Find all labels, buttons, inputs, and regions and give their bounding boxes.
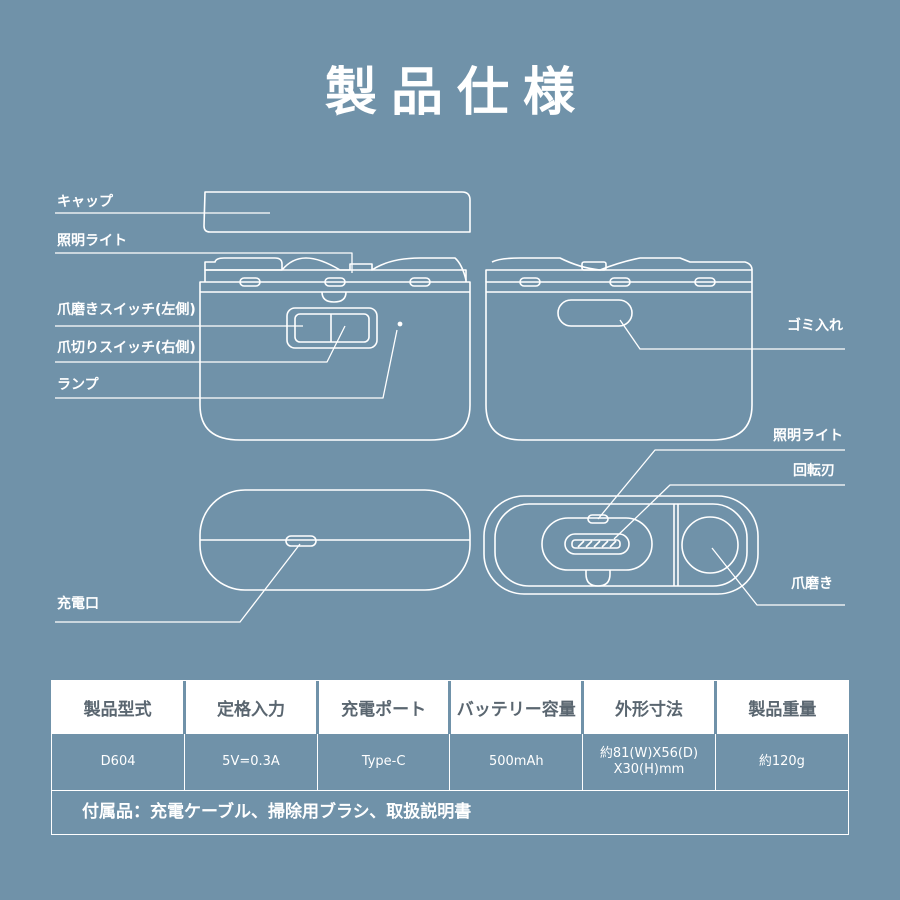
label-light-left: 照明ライト [57, 233, 127, 249]
label-trash: ゴミ入れ [787, 317, 843, 334]
accessories: 付属品：充電ケーブル、掃除用ブラシ、取扱説明書 [82, 801, 472, 822]
spec-value-row: D604 5V=0.3A Type-C 500mAh 約81(W)X56(D) … [52, 734, 848, 791]
spec-value: Type-C [316, 734, 450, 791]
spec-header: 定格入力 [183, 681, 318, 734]
spec-value: 約81(W)X56(D) X30(H)mm [582, 734, 716, 791]
page-title: 製品仕様 [324, 63, 589, 123]
label-cut-switch: 爪切りスイッチ(右側) [57, 339, 196, 356]
bottom-left-view [199, 489, 471, 591]
label-lamp: ランプ [57, 377, 100, 393]
spec-value: 500mAh [449, 734, 583, 791]
product-diagram: キャップ 照明ライト 爪磨きスイッチ(左側) 爪切りスイッチ(右側) ランプ ゴ… [55, 191, 845, 623]
back-view [485, 257, 753, 441]
bottom-right-view [483, 495, 759, 595]
label-cap: キャップ [57, 194, 114, 210]
spec-header: バッテリー容量 [448, 681, 583, 734]
spec-value: 5V=0.3A [184, 734, 318, 791]
cap-outline [203, 191, 471, 233]
label-charge-port: 充電口 [57, 595, 99, 612]
spec-header: 製品型式 [52, 681, 185, 734]
spec-value: D604 [52, 734, 185, 791]
label-blade: 回転刃 [793, 462, 835, 479]
spec-header: 充電ポート [315, 681, 450, 734]
spec-header-row: 製品型式 定格入力 充電ポート バッテリー容量 外形寸法 製品重量 [52, 681, 848, 734]
spec-table: 製品型式 定格入力 充電ポート バッテリー容量 外形寸法 製品重量 D604 5… [51, 680, 849, 835]
front-view [199, 257, 471, 441]
label-file-switch: 爪磨きスイッチ(左側) [57, 301, 196, 318]
leader-lines [55, 212, 845, 623]
spec-value: 約120g [714, 734, 848, 791]
label-light-right: 照明ライト [773, 428, 843, 444]
label-file: 爪磨き [791, 575, 833, 592]
spec-header: 製品重量 [713, 681, 848, 734]
spec-header: 外形寸法 [581, 681, 716, 734]
